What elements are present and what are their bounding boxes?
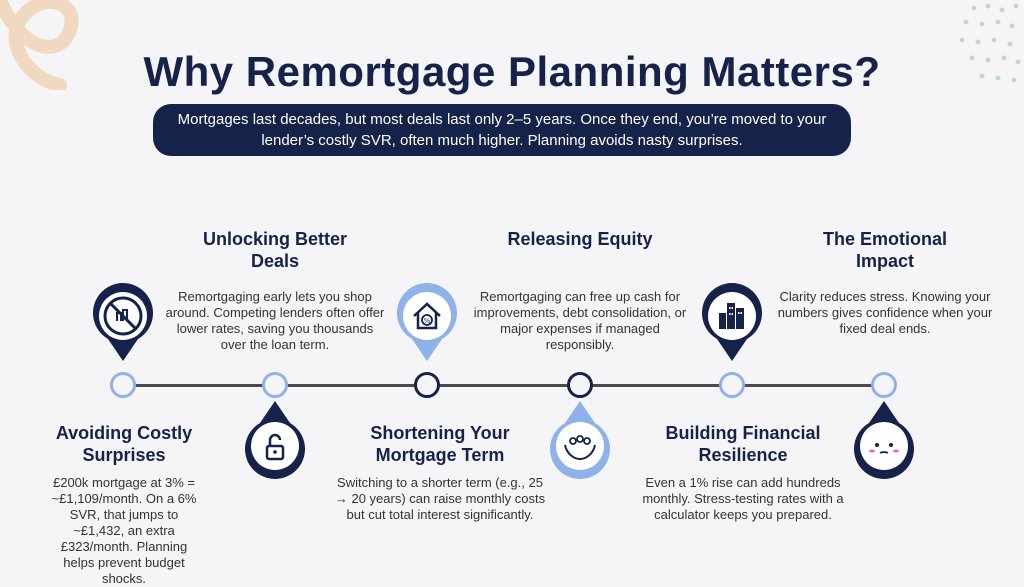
step-6-pin	[851, 401, 917, 479]
step-4-pin	[547, 401, 613, 479]
worried-face-icon	[854, 401, 914, 479]
step-3-pin: %	[394, 283, 460, 361]
decorative-dots	[959, 3, 1021, 83]
step-4-description: Remortgaging can free up cash for improv…	[473, 289, 687, 352]
step-6-title: The Emotional Impact	[822, 229, 947, 271]
timeline-node-6	[871, 372, 897, 398]
timeline-node-1	[110, 372, 136, 398]
timeline-node-2	[262, 372, 288, 398]
decorative-swirl	[0, 0, 79, 90]
step-2-pin	[242, 401, 308, 479]
timeline-node-5	[719, 372, 745, 398]
timeline-line	[122, 384, 886, 387]
step-1-pin	[90, 283, 156, 361]
timeline-node-3	[414, 372, 440, 398]
page-title: Why Remortgage Planning Matters?	[143, 48, 881, 95]
no-money-icon	[93, 283, 153, 361]
city-buildings-icon	[702, 283, 762, 361]
timeline-node-4	[567, 372, 593, 398]
step-5-description: Even a 1% rise can add hundreds monthly.…	[642, 475, 844, 522]
hands-people-icon	[550, 401, 610, 479]
step-2-title: Unlocking Better Deals	[202, 229, 348, 271]
house-percent-icon: %	[397, 283, 457, 361]
step-2-description: Remortgaging early lets you shop around.…	[165, 289, 385, 352]
unlocked-padlock-icon	[245, 401, 305, 479]
step-1-title: Avoiding Costly Surprises	[55, 423, 193, 465]
step-5-title: Building Financial Resilience	[665, 423, 821, 465]
step-4-title: Releasing Equity	[507, 229, 653, 249]
step-5-pin	[699, 283, 765, 361]
step-6-description: Clarity reduces stress. Knowing your num…	[777, 289, 993, 336]
step-3-description: Switching to a shorter term (e.g., 25 → …	[334, 475, 546, 522]
step-3-title: Shortening Your Mortgage Term	[370, 423, 510, 465]
svg-text:%: %	[424, 317, 431, 325]
intro-banner: Mortgages last decades, but most deals l…	[153, 104, 851, 156]
step-1-description: £200k mortgage at 3% = ~£1,109/month. On…	[51, 475, 197, 586]
